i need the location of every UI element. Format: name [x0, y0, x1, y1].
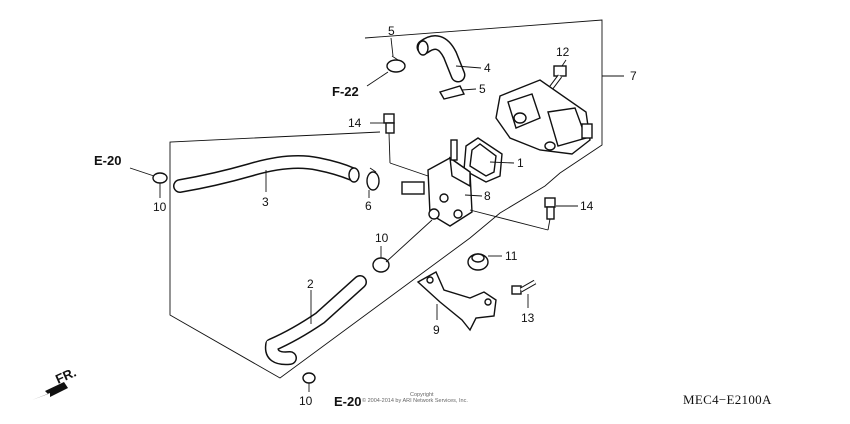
- front-arrow-icon: FR.: [32, 365, 78, 400]
- callout-9: 9: [433, 323, 440, 337]
- leader-lines: [129, 37, 624, 392]
- callout-4: 4: [484, 61, 491, 75]
- assembly-boundary: [169, 19, 603, 379]
- clamp-5-top[interactable]: [386, 55, 406, 73]
- callout-14-upper: 14: [348, 116, 362, 130]
- bolt-14-upper[interactable]: [383, 113, 395, 134]
- reference-f22[interactable]: F-22: [332, 84, 359, 99]
- clamp-10-bottom[interactable]: [302, 372, 316, 384]
- callout-7: 7: [630, 69, 637, 83]
- callout-1: 1: [517, 156, 524, 170]
- callout-10-left: 10: [153, 200, 167, 214]
- callout-10-bottom: 10: [299, 394, 313, 408]
- clamp-10-left[interactable]: [152, 172, 168, 184]
- callout-8: 8: [484, 189, 491, 203]
- callout-12: 12: [556, 45, 570, 59]
- hose-3[interactable]: [173, 155, 360, 193]
- callout-11: 11: [505, 249, 518, 263]
- bracket-9[interactable]: [416, 271, 497, 332]
- bolt-13[interactable]: [511, 279, 537, 295]
- callout-5-top: 5: [388, 24, 395, 38]
- clamp-6[interactable]: [366, 167, 380, 191]
- bolt-14-right[interactable]: [544, 197, 556, 220]
- idle-air-control-valve-7[interactable]: [495, 79, 593, 155]
- clip-5-lower[interactable]: [438, 85, 466, 100]
- callout-14-right: 14: [580, 199, 594, 213]
- copyright-line-2: © 2004-2014 by ARI Network Services, Inc…: [362, 397, 468, 404]
- callout-13: 13: [521, 311, 535, 325]
- callout-5-lower: 5: [479, 82, 486, 96]
- copyright-line-1: Copyright: [410, 392, 434, 398]
- gasket-1[interactable]: [463, 137, 503, 183]
- valve-assembly-8[interactable]: [401, 139, 473, 227]
- diagram-code: MEC4−E2100A: [683, 392, 772, 407]
- hose-2[interactable]: [264, 275, 367, 366]
- callout-6: 6: [365, 199, 372, 213]
- reference-e20-bottom[interactable]: E-20: [334, 394, 361, 409]
- callout-2: 2: [307, 277, 314, 291]
- callout-10-middle: 10: [375, 231, 389, 245]
- hose-4[interactable]: [416, 35, 466, 83]
- reference-e20-left[interactable]: E-20: [94, 153, 121, 168]
- clamp-10-middle[interactable]: [372, 257, 390, 273]
- callout-3: 3: [262, 195, 269, 209]
- grommet-11[interactable]: [467, 253, 489, 271]
- front-label: FR.: [53, 365, 78, 387]
